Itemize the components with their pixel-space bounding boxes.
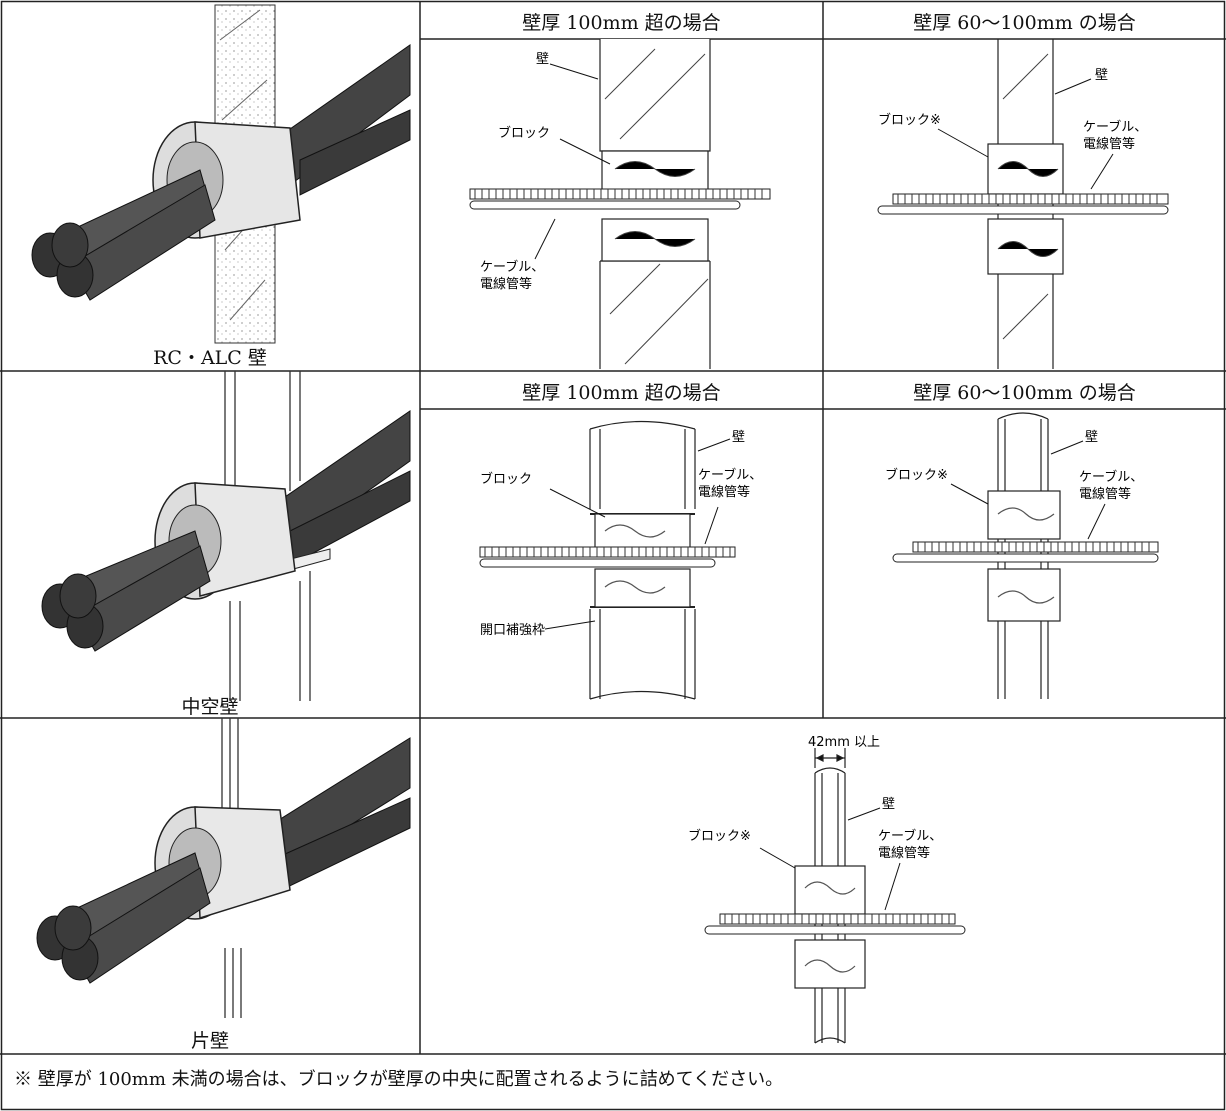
label-cable-2: 電線管等: [698, 484, 750, 500]
label-cable-1: ケーブル、: [1083, 119, 1147, 135]
label-cable-2: 電線管等: [878, 845, 930, 861]
footnote: ※ 壁厚が 100mm 未満の場合は、ブロックが壁厚の中央に配置されるように詰め…: [14, 1069, 784, 1090]
label-opening-frame: 開口補強枠: [480, 623, 545, 638]
label-cable-2: 電線管等: [1079, 486, 1131, 502]
wall-label-single: 片壁: [190, 1030, 229, 1052]
single-wall-perspective-illustration: [36, 718, 411, 1018]
hollow-thin-wall-section-diagram: 壁 ブロック※ ケーブル、 電線管等: [885, 412, 1159, 699]
label-cable-2: 電線管等: [480, 276, 532, 292]
label-cable-1: ケーブル、: [878, 828, 942, 844]
single-wall-section-diagram: 42mm 以上 壁 ブロック※ ケーブル、 電線管等: [688, 735, 966, 1044]
row2-right-header: 壁厚 60～100mm の場合: [913, 382, 1136, 404]
row2-left-header: 壁厚 100mm 超の場合: [522, 382, 721, 404]
hollow-wall-perspective-illustration: [41, 371, 411, 701]
rc-thin-wall-section-diagram: 壁 ブロック※ ケーブル、 電線管等: [877, 39, 1169, 369]
label-cable-2: 電線管等: [1083, 136, 1135, 152]
label-wall: 壁: [732, 430, 745, 445]
label-wall: 壁: [882, 797, 895, 812]
hollow-thick-wall-section-diagram: 壁 ブロック ケーブル、 電線管等 開口補強枠: [479, 420, 762, 700]
label-block-note: ブロック※: [688, 828, 751, 844]
rc-thick-wall-section-diagram: 壁 ブロック ケーブル、 電線管等: [469, 39, 771, 369]
label-wall: 壁: [1085, 430, 1098, 445]
label-block-note: ブロック※: [878, 112, 941, 128]
label-block: ブロック: [498, 125, 550, 141]
wall-label-rc-alc: RC・ALC 壁: [153, 347, 267, 369]
label-min-width: 42mm 以上: [808, 735, 880, 750]
label-cable-1: ケーブル、: [1079, 469, 1143, 485]
label-cable-1: ケーブル、: [480, 259, 544, 275]
label-wall: 壁: [1095, 68, 1108, 83]
label-block: ブロック: [480, 471, 532, 487]
label-cable-1: ケーブル、: [698, 467, 762, 483]
label-wall: 壁: [536, 52, 549, 67]
label-block-note: ブロック※: [885, 467, 948, 483]
row1-right-header: 壁厚 60～100mm の場合: [913, 12, 1136, 34]
row1-left-header: 壁厚 100mm 超の場合: [522, 12, 721, 34]
wall-label-hollow: 中空壁: [181, 696, 239, 718]
rc-alc-perspective-illustration: [31, 4, 411, 344]
